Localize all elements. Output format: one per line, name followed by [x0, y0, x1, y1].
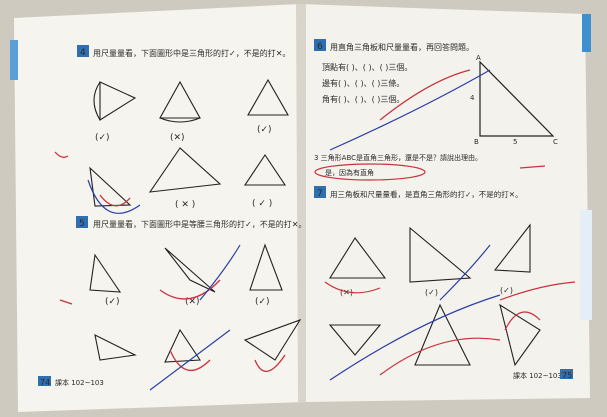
svg-text:5: 5 [513, 138, 517, 146]
right-footer: 課本 102~103 [513, 371, 562, 380]
row3-mark-3: (✓) [255, 297, 270, 307]
r-mark-1: (✕) [340, 288, 353, 297]
row3-mark-2: (✕) [185, 297, 200, 307]
row1-mark-1: (✓) [95, 133, 110, 143]
section6-badge [314, 39, 326, 51]
r-mark-2: (✓) [425, 288, 438, 297]
figure-r4 [328, 324, 382, 356]
section4-title: 用尺量量看，下面圖形中是三角形的打✓，不是的打✕。 [93, 48, 290, 58]
figure-10 [94, 334, 137, 361]
left-page-number: 74 [40, 378, 50, 387]
figure-r5 [414, 303, 471, 366]
figure-r1 [329, 237, 387, 279]
q1-line-2: 邊有( )、( )、( )三條。 [322, 78, 404, 88]
figure-r6 [499, 303, 541, 367]
q1-line-1: 頂點有( )、( )、( )三個。 [322, 62, 412, 72]
q3-answer: 是，因為有直角 [325, 168, 374, 177]
section5-title: 用尺量量看，下面圖形中是等腰三角形的打✓，不是的打✕。 [93, 219, 306, 229]
svg-text:( ✕ ): ( ✕ ) [175, 200, 195, 210]
section6-label: 6 [317, 42, 323, 52]
figure-12 [243, 318, 302, 361]
section7-label: 7 [317, 189, 323, 199]
red-ink-mark [54, 151, 69, 158]
book-spine [296, 4, 306, 402]
left-page [14, 4, 305, 412]
figure-2 [159, 80, 201, 119]
figure-1 [99, 81, 137, 121]
figure-6 [243, 154, 287, 186]
section7-badge [314, 186, 326, 198]
section4-label: 4 [80, 48, 86, 58]
right-tab [582, 14, 591, 52]
right-page [300, 4, 590, 402]
figure-7 [89, 253, 122, 293]
r-mark-3: (✓) [500, 286, 513, 295]
section5-badge [76, 216, 88, 228]
svg-text:B: B [474, 138, 479, 146]
svg-text:( ✓ ): ( ✓ ) [252, 199, 272, 209]
q1-line-3: 角有( )、( )、( )三個。 [322, 94, 404, 104]
figure-11 [164, 328, 201, 363]
svg-text:4: 4 [470, 94, 475, 102]
q3-answer-circle [314, 163, 426, 181]
q3-text: 3 三角形ABC是直角三角形，還是不是？請說出理由。 [314, 153, 482, 162]
row1-mark-2: (✕) [170, 133, 185, 143]
section7-title: 用三角板和尺量量看，是直角三角形的打✓，不是的打✕。 [330, 189, 523, 199]
figure-r3 [493, 223, 531, 273]
svg-text:C: C [553, 138, 558, 146]
left-page-number-badge [38, 376, 51, 386]
section6-title: 用直角三角板和尺量量看，再回答問題。 [330, 42, 474, 52]
figure-9 [249, 243, 283, 291]
figure-3 [247, 78, 289, 116]
blue-ink-mark [87, 179, 141, 214]
row1-mark-3: (✓) [257, 125, 272, 135]
figure-r2 [409, 226, 472, 283]
section5-label: 5 [79, 219, 85, 229]
figure-8 [164, 247, 216, 293]
left-tab [10, 40, 18, 80]
section4-badge [77, 45, 89, 57]
triangle-abc [479, 60, 555, 137]
right-edge [580, 210, 592, 320]
right-page-number-badge [560, 369, 573, 379]
left-footer: 課本 102~103 [55, 378, 104, 387]
figure-5 [148, 147, 222, 193]
svg-text:A: A [476, 54, 481, 62]
row3-mark-1: (✓) [105, 297, 120, 307]
right-page-number: 75 [562, 371, 572, 380]
